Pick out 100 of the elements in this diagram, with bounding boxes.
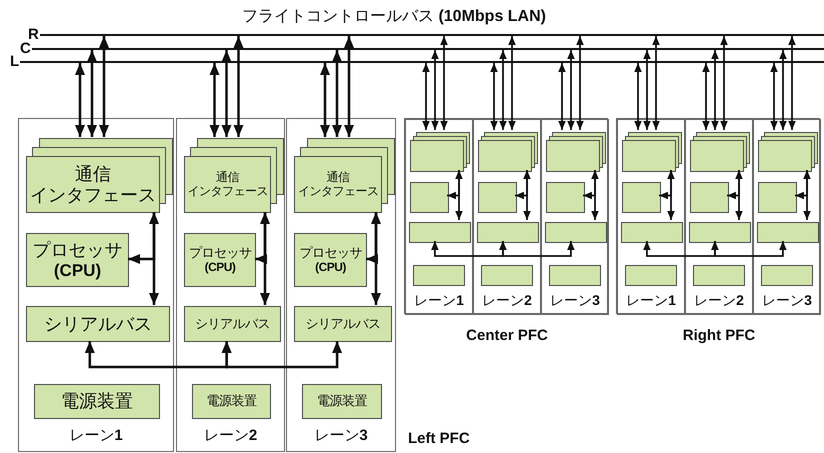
lane-panel — [405, 119, 473, 315]
double-arrow — [779, 50, 787, 130]
group-label: Center PFC — [465, 327, 549, 344]
lane-label: レーン3 — [313, 426, 369, 445]
arrow — [447, 170, 460, 200]
module-label: 通信 — [326, 170, 350, 184]
module-box — [625, 265, 677, 286]
group-label: Right PFC — [682, 327, 756, 344]
double-arrow — [440, 36, 448, 130]
double-arrow — [523, 170, 531, 220]
diagram-title: フライトコントロールバス (10Mbps LAN) — [240, 7, 547, 27]
module-box — [302, 384, 382, 419]
module-label: インタフェース — [30, 184, 156, 206]
lane-label: レーン1 — [68, 426, 124, 445]
double-arrow — [788, 36, 796, 130]
double-arrow — [720, 36, 728, 130]
lane-panel — [176, 118, 285, 452]
lane-panel — [18, 118, 174, 452]
module-box — [622, 182, 661, 213]
module-box — [410, 182, 449, 213]
bus-label: R — [28, 27, 40, 43]
stacked-cards — [294, 138, 395, 213]
module-box — [184, 233, 256, 287]
module-box — [192, 384, 271, 419]
double-arrow — [770, 63, 778, 130]
module-box — [294, 306, 392, 342]
module-label: インタフェース — [187, 184, 268, 198]
double-arrow — [332, 50, 342, 137]
group-label: Left PFC — [408, 430, 471, 447]
double-arrow — [652, 36, 660, 130]
double-arrow — [371, 212, 381, 305]
arrow — [515, 170, 528, 200]
double-arrow — [455, 170, 463, 220]
lane-panel — [685, 119, 753, 315]
lane-label: レーン1 — [625, 292, 677, 310]
double-arrow — [634, 63, 642, 130]
module-label: 電源装置 — [206, 394, 256, 409]
module-label: (CPU) — [204, 260, 236, 274]
bus-label: L — [10, 54, 20, 70]
module-label: インタフェース — [298, 184, 378, 198]
lane-label: レーン2 — [202, 426, 258, 445]
double-arrow — [803, 170, 811, 220]
module-box — [757, 222, 819, 243]
double-arrow — [87, 50, 97, 137]
lane-label: レーン3 — [761, 292, 813, 310]
stacked-cards — [758, 132, 818, 172]
stacked-cards — [690, 132, 750, 172]
module-box — [409, 222, 471, 243]
double-arrow — [667, 170, 675, 220]
double-arrow — [149, 212, 159, 305]
double-arrow — [711, 241, 787, 257]
double-arrow — [222, 50, 232, 137]
module-box — [546, 182, 585, 213]
stacked-cards — [184, 138, 284, 213]
module-label: プロセッサ — [32, 240, 122, 261]
module-label: シリアルバス — [195, 316, 270, 332]
lane-label: レーン2 — [693, 292, 745, 310]
lane-label: レーン2 — [481, 292, 533, 310]
module-box — [549, 265, 601, 286]
module-box — [693, 265, 745, 286]
bus-label: C — [20, 41, 32, 57]
double-arrow — [567, 50, 575, 130]
double-arrow — [735, 170, 743, 220]
double-arrow — [75, 63, 85, 137]
double-arrow — [558, 63, 566, 130]
double-arrow — [222, 341, 342, 368]
double-arrow — [344, 36, 354, 137]
stacked-cards — [546, 132, 606, 172]
module-box — [34, 384, 160, 419]
lane-label: レーン1 — [413, 292, 465, 310]
stacked-cards — [622, 132, 682, 172]
double-arrow — [702, 63, 710, 130]
module-box — [477, 222, 539, 243]
module-label: 通信 — [75, 164, 111, 184]
double-arrow — [431, 50, 439, 130]
module-box — [761, 265, 813, 286]
double-arrow — [576, 36, 584, 130]
double-arrow — [99, 36, 109, 137]
module-box — [478, 182, 517, 213]
lane-panel — [541, 119, 609, 315]
module-label: (CPU) — [54, 260, 102, 280]
module-box — [689, 222, 751, 243]
double-arrow — [422, 63, 430, 130]
module-label: 電源装置 — [317, 394, 367, 409]
double-arrow — [210, 63, 220, 137]
arrow — [255, 212, 267, 264]
double-arrow — [320, 63, 330, 137]
stacked-cards — [410, 132, 470, 172]
arrow — [659, 170, 672, 200]
double-arrow — [711, 50, 719, 130]
module-box — [758, 182, 797, 213]
module-label: シリアルバス — [306, 316, 380, 332]
module-box — [26, 233, 129, 287]
lane-panel — [473, 119, 541, 315]
stacked-cards — [478, 132, 538, 172]
module-box — [621, 222, 683, 243]
module-label: シリアルバス — [44, 314, 152, 334]
module-label: プロセッサ — [299, 246, 362, 261]
module-box — [690, 182, 729, 213]
module-box — [184, 306, 281, 342]
